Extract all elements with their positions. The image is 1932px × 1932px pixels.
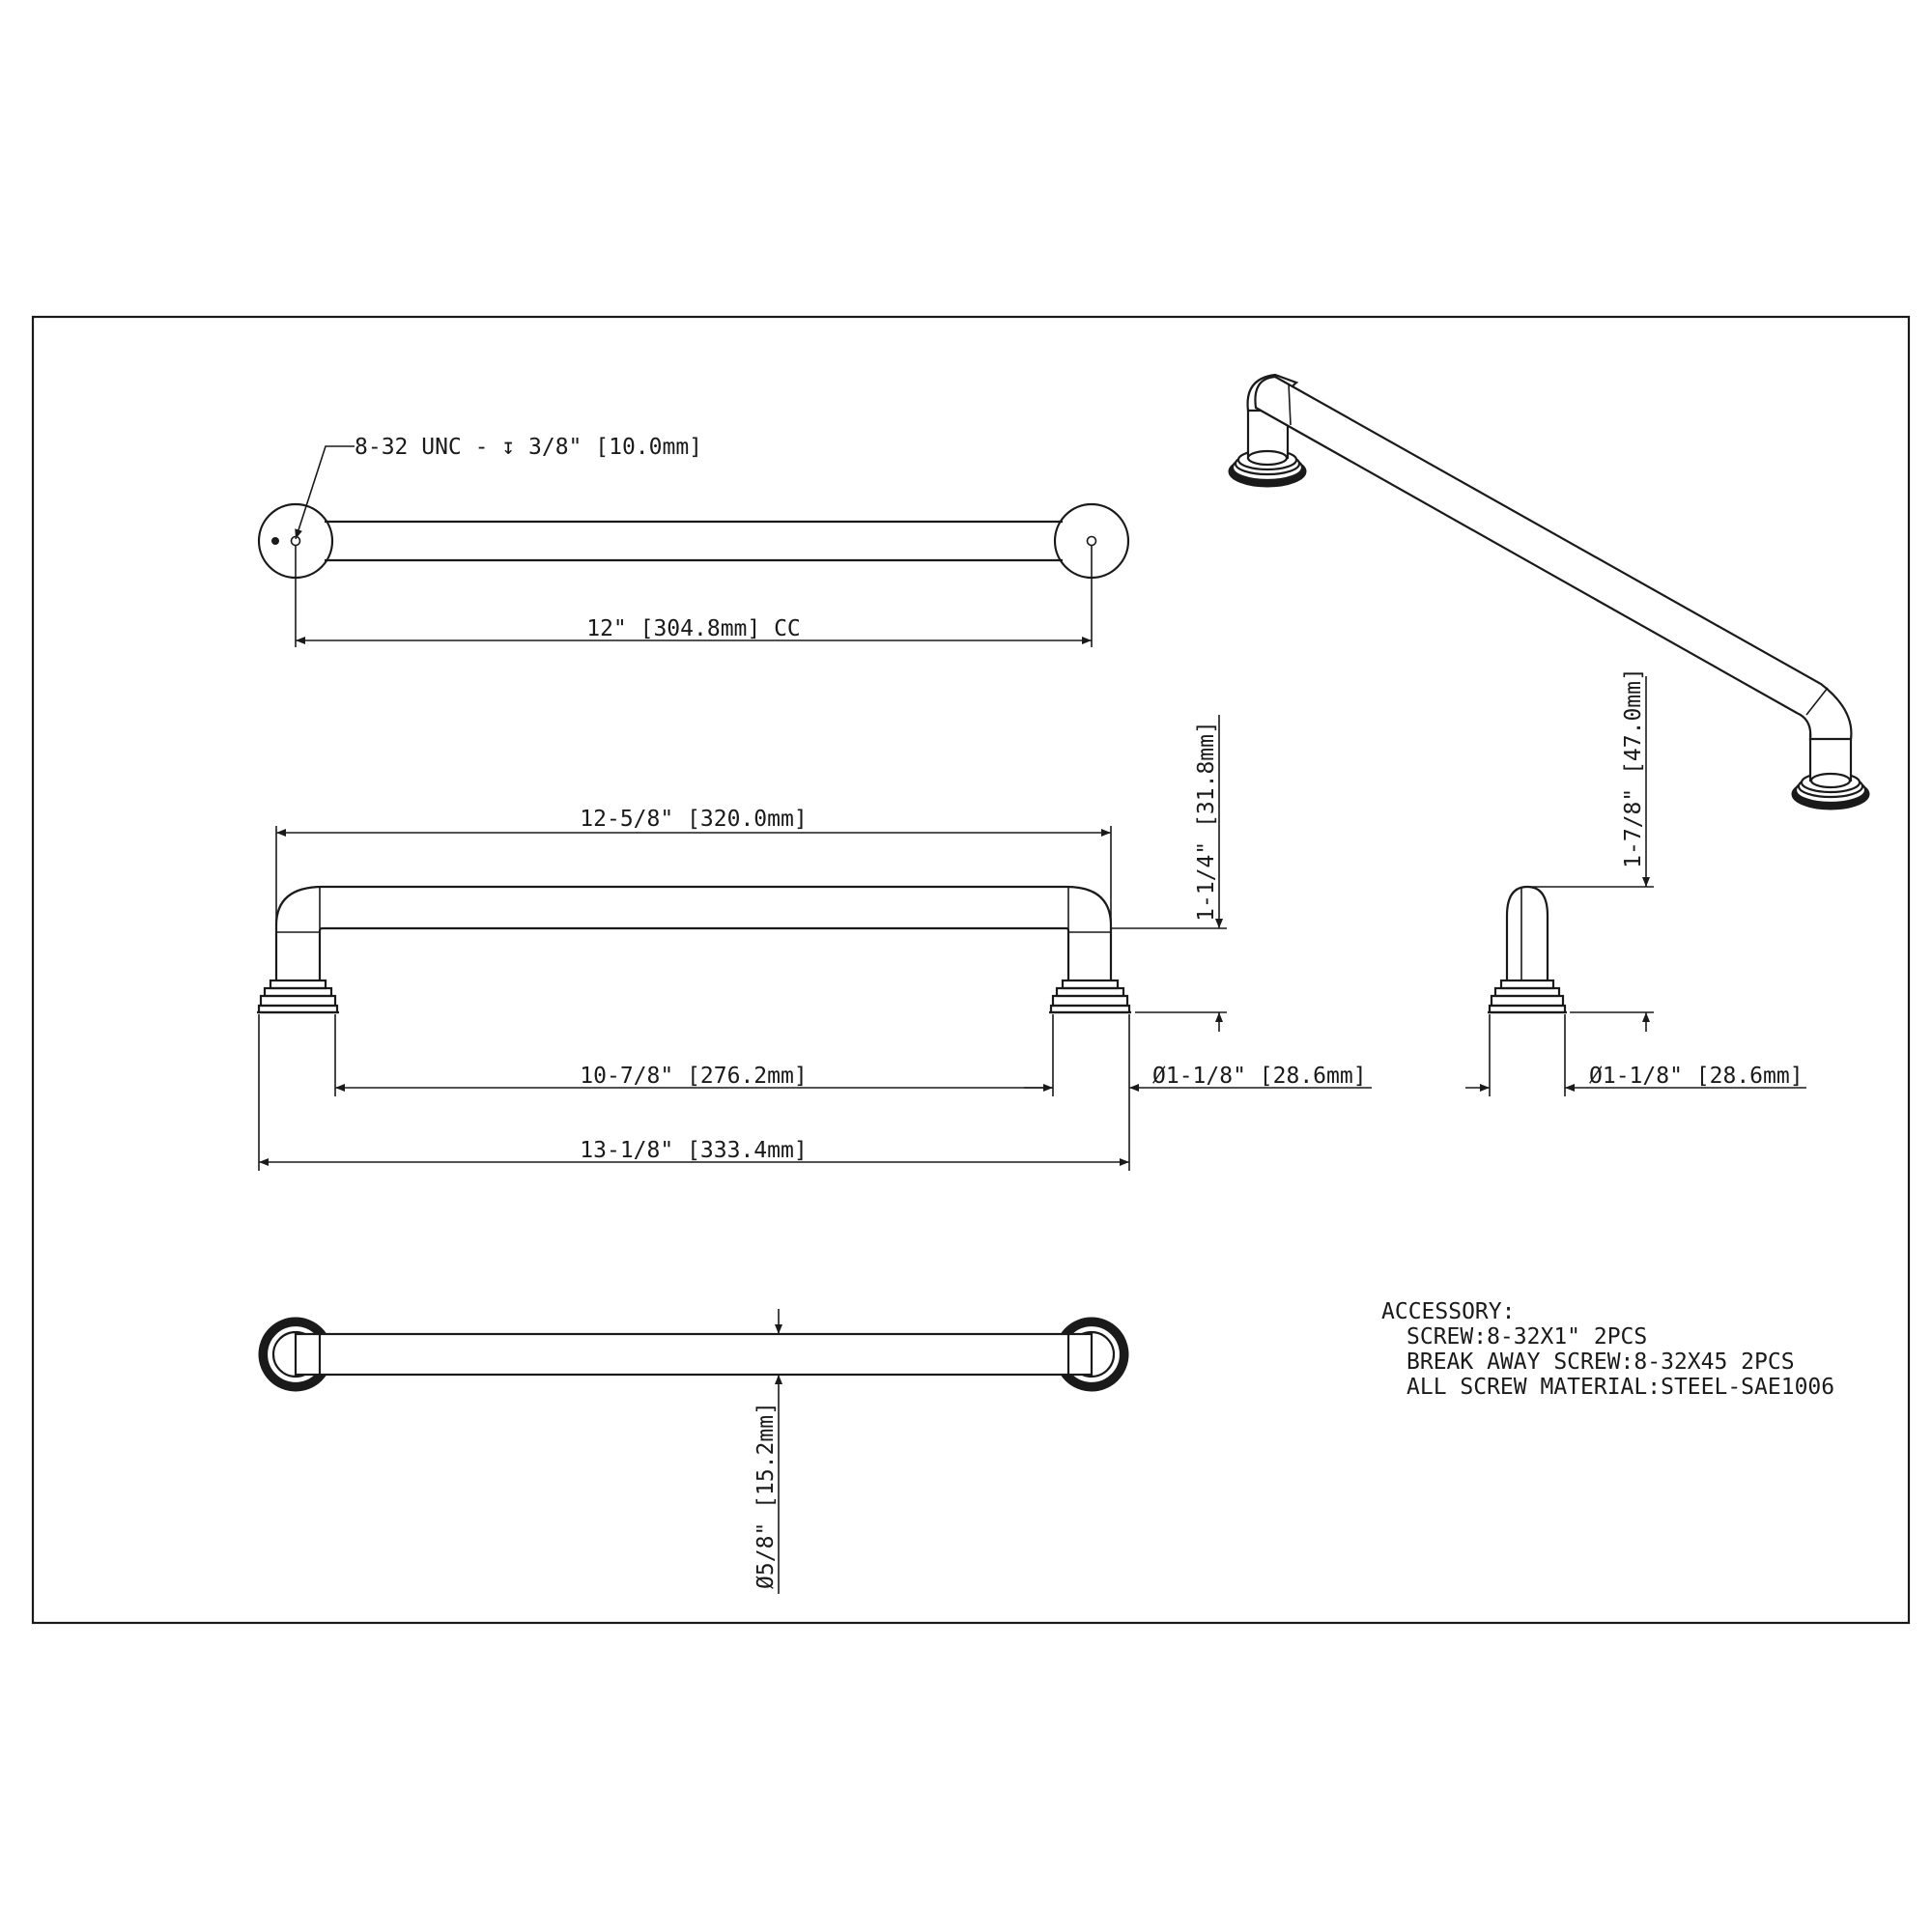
overall-length-dimension: 13-1/8" [333.4mm] xyxy=(580,1138,807,1163)
drawing-border xyxy=(31,315,1911,1625)
accessory-notes: ACCESSORY: SCREW:8-32X1" 2PCS BREAK AWAY… xyxy=(1381,1299,1834,1400)
accessory-line-2: BREAK AWAY SCREW:8-32X45 2PCS xyxy=(1406,1350,1795,1375)
inner-span-dimension: 10-7/8" [276.2mm] xyxy=(580,1064,807,1089)
base-diameter-side: Ø1-1/8" [28.6mm] xyxy=(1589,1064,1804,1089)
accessory-line-1: SCREW:8-32X1" 2PCS xyxy=(1406,1324,1647,1350)
accessory-line-3: ALL SCREW MATERIAL:STEEL-SAE1006 xyxy=(1406,1375,1834,1400)
total-height-dimension: 1-7/8" [47.0mm] xyxy=(1621,668,1646,868)
reference-dot xyxy=(271,537,279,545)
isometric-view xyxy=(1228,373,1870,810)
cc-dimension: 12" [304.8mm] CC xyxy=(586,616,801,641)
front-view: 12-5/8" [320.0mm] 10-7/8" [276.2mm] 13-1… xyxy=(257,715,1372,1171)
left-post-front xyxy=(257,931,339,1014)
right-post-front xyxy=(1049,931,1131,1014)
right-screw-hole xyxy=(1086,535,1097,547)
side-view: 1-7/8" [47.0mm] Ø1-1/8" [28.6mm] xyxy=(1465,668,1806,1096)
bar-diameter-dimension: Ø5/8" [15.2mm] xyxy=(753,1402,779,1589)
top-view: 8-32 UNC - ↧ 3/8" [10.0mm] 12" [304.8mm]… xyxy=(257,435,1130,647)
base-diameter-front: Ø1-1/8" [28.6mm] xyxy=(1152,1064,1367,1089)
handle-length-dimension: 12-5/8" [320.0mm] xyxy=(580,807,807,832)
projection-height-dimension: 1-1/4" [31.8mm] xyxy=(1194,721,1219,922)
bottom-view: Ø5/8" [15.2mm] xyxy=(258,1309,1129,1594)
isometric-bar xyxy=(1254,375,1853,741)
thread-note: 8-32 UNC - ↧ 3/8" [10.0mm] xyxy=(355,435,702,460)
accessory-title: ACCESSORY: xyxy=(1381,1299,1515,1324)
bar-bottom xyxy=(294,1332,1094,1377)
